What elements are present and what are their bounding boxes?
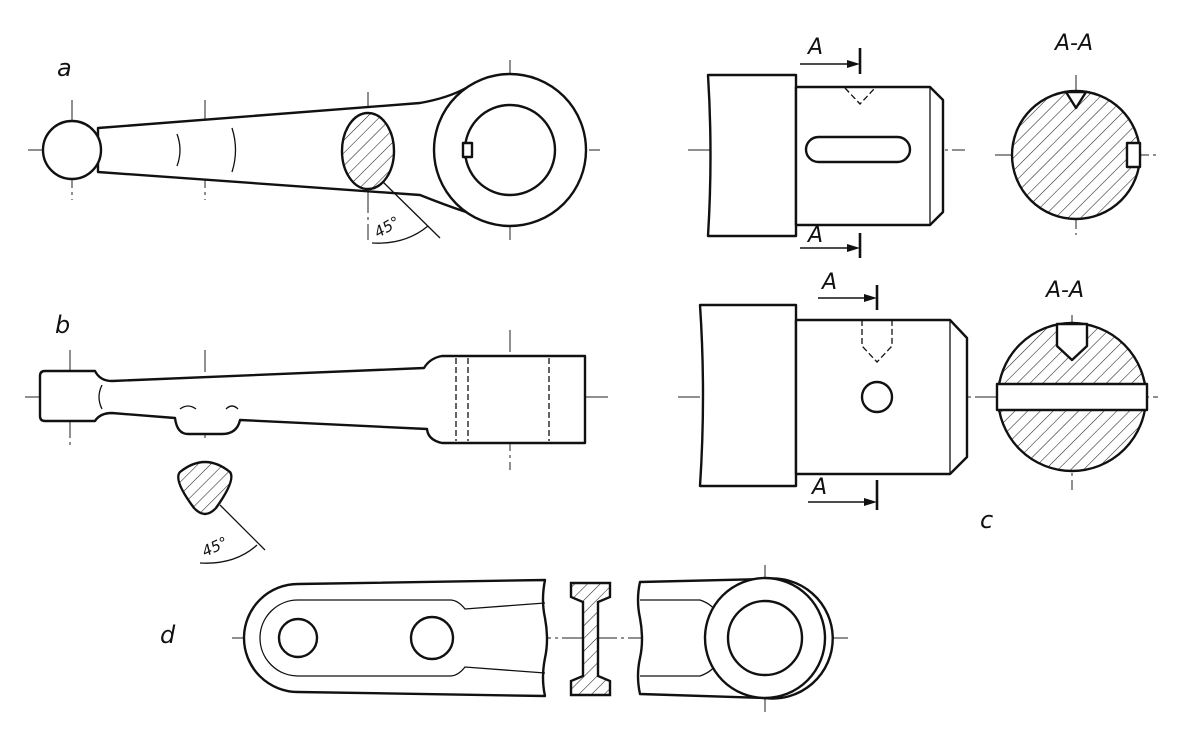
figure-c-upper-arrowhead-top	[847, 60, 860, 68]
figure-c-lower-section-tapped-hole	[1055, 322, 1089, 362]
figure-c-upper-marker-top: A	[806, 35, 823, 60]
figure-a-ball-end	[41, 119, 103, 181]
figure-c-lower-collar	[698, 303, 798, 488]
figure-c-lower-arrowhead-top	[864, 294, 877, 302]
figure-b-angle-label: 45°	[199, 533, 231, 561]
figure-b-label: b	[55, 311, 70, 339]
figure-a-keyway	[461, 141, 474, 159]
figure-c-lower-section-title: A-A	[1044, 278, 1084, 303]
figure-c-lower-marker-bottom: A	[810, 475, 827, 500]
figure-c-upper-collar	[706, 73, 798, 238]
figure-c-upper-section-notch	[1064, 90, 1088, 110]
figure-c-lower-marker-top: A	[820, 270, 837, 295]
figure-b-boss-arc-left	[179, 405, 197, 410]
figure-b-angle-leg	[219, 504, 266, 551]
figure-a-angle-leg	[382, 181, 441, 239]
figure-d-connecting-rod: d	[160, 565, 850, 712]
figure-c-upper-marker-bottom: A	[806, 223, 823, 248]
figure-c-upper-section-keyway	[1125, 141, 1142, 169]
figure-b-boss-arc-right	[225, 405, 239, 410]
figure-c-upper-shaft: A A A-A	[688, 31, 1158, 258]
figure-d-label: d	[160, 621, 176, 649]
figure-a-angle-label: 45°	[371, 213, 403, 242]
figure-c-upper-keyslot	[804, 135, 912, 164]
figure-d-i-beam-section	[569, 581, 612, 697]
figure-c-label: c	[980, 506, 993, 534]
figure-b-arm-body	[38, 354, 587, 445]
figure-c-upper-section-title: A-A	[1053, 31, 1093, 56]
figure-b-revolved-section	[177, 460, 233, 516]
figure-c-lower-cross-hole	[860, 380, 894, 414]
figure-c-lower-shaft: A A A-A c	[678, 270, 1158, 534]
figure-d-hole-2	[409, 615, 455, 661]
figure-b-angle-arc	[199, 544, 258, 564]
figure-c-upper-section-circle	[1010, 89, 1142, 221]
figure-c-lower-arrowhead-bottom	[864, 498, 877, 506]
figure-a-transition-1	[176, 133, 181, 167]
figure-d-left-inner-slot	[259, 599, 546, 677]
figure-a-angle-arc	[371, 225, 429, 244]
figure-a-label: a	[57, 54, 72, 82]
figure-c-lower-section-through-hole	[995, 382, 1149, 412]
figure-b-neck-arc	[98, 384, 103, 410]
figure-d-hole-1	[277, 617, 319, 659]
figure-a-transition-2	[231, 127, 237, 173]
figure-c-upper-hidden-drill	[844, 87, 876, 105]
figure-a-hub-bore	[463, 103, 557, 197]
figure-c-upper-arrowhead-bottom	[847, 244, 860, 252]
figure-b-lever-side: 45° b	[25, 311, 612, 564]
figure-a-revolved-section	[340, 111, 396, 191]
figure-c-lower-hidden-tapped-hole	[861, 320, 893, 363]
figure-a-arm-body	[96, 86, 468, 214]
figure-d-hub-bore	[726, 599, 804, 677]
figure-a-lever: 45° a	[28, 54, 600, 244]
